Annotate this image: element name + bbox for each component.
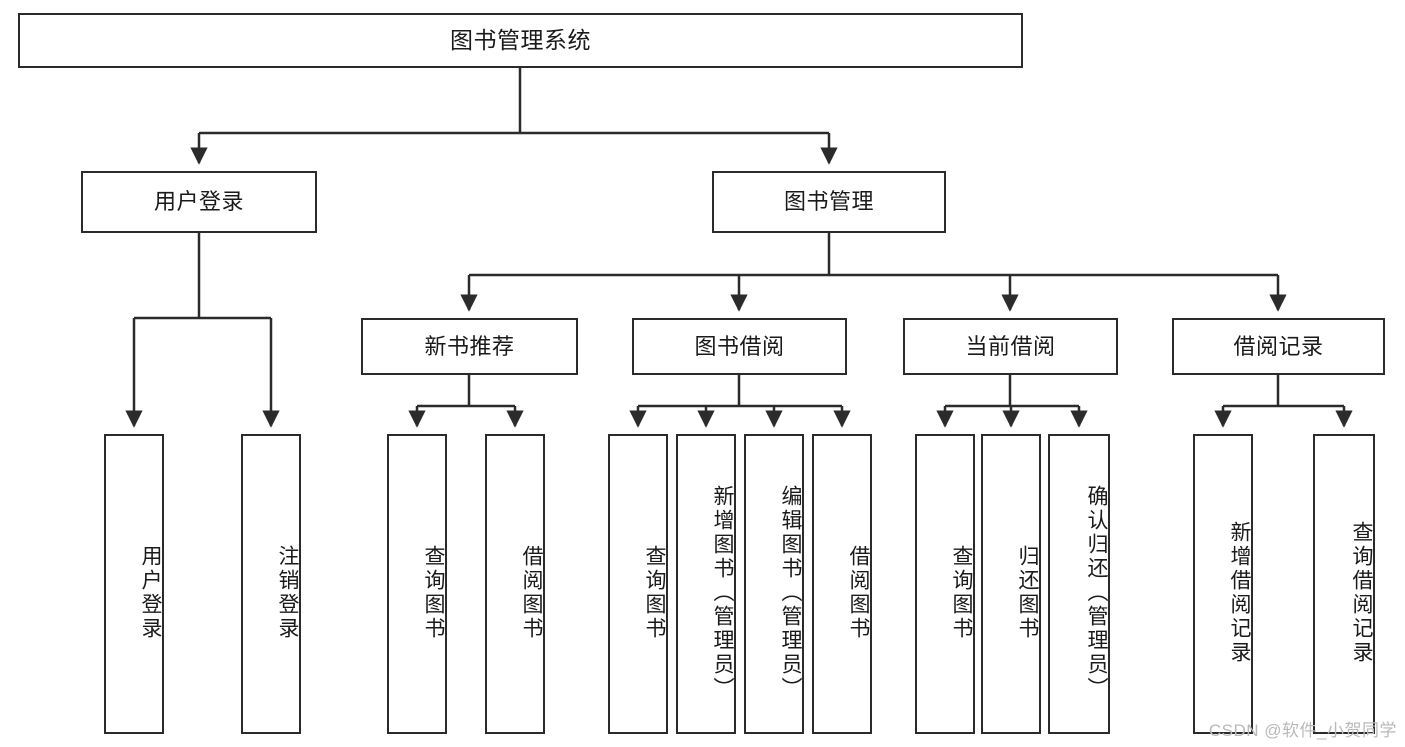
node-label: 归还图书 (1016, 545, 1039, 641)
node-label: 图书管理系统 (450, 26, 591, 53)
node-label: 确认归还（管理员） (1085, 485, 1108, 701)
node-level3-3[interactable]: 借阅记录 (1172, 318, 1385, 375)
node-label: 图书管理 (783, 189, 874, 215)
node-label: 图书借阅 (694, 333, 785, 359)
node-label: 查询图书 (950, 545, 973, 641)
node-root-system[interactable]: 图书管理系统 (18, 13, 1023, 68)
node-leaf-5[interactable]: 新增图书（管理员） (676, 434, 736, 734)
node-level3-1[interactable]: 图书借阅 (632, 318, 847, 375)
node-label: 借阅记录 (1233, 333, 1324, 359)
node-leaf-0[interactable]: 用户登录 (104, 434, 164, 734)
node-level3-2[interactable]: 当前借阅 (903, 318, 1118, 375)
watermark-text: CSDN @软件_小贺同学 (1208, 721, 1397, 740)
node-label: 查询图书 (643, 545, 666, 641)
node-label: 用户登录 (153, 189, 244, 215)
node-label: 新书推荐 (424, 333, 515, 359)
node-leaf-9[interactable]: 归还图书 (981, 434, 1041, 734)
node-leaf-2[interactable]: 查询图书 (387, 434, 447, 734)
node-label: 编辑图书（管理员） (779, 485, 802, 701)
node-level2-0[interactable]: 用户登录 (81, 171, 317, 233)
node-label: 查询图书 (422, 545, 445, 641)
node-level3-0[interactable]: 新书推荐 (361, 318, 578, 375)
node-level2-1[interactable]: 图书管理 (712, 171, 946, 233)
node-label: 借阅图书 (847, 545, 870, 641)
node-leaf-12[interactable]: 查询借阅记录 (1313, 434, 1375, 734)
node-leaf-8[interactable]: 查询图书 (915, 434, 975, 734)
node-label: 新增图书（管理员） (711, 485, 734, 701)
node-label: 用户登录 (139, 545, 162, 641)
node-leaf-4[interactable]: 查询图书 (608, 434, 668, 734)
node-leaf-3[interactable]: 借阅图书 (485, 434, 545, 734)
node-label: 借阅图书 (520, 545, 543, 641)
node-leaf-11[interactable]: 新增借阅记录 (1193, 434, 1253, 734)
node-leaf-1[interactable]: 注销登录 (241, 434, 301, 734)
node-label: 注销登录 (276, 545, 299, 641)
node-leaf-6[interactable]: 编辑图书（管理员） (744, 434, 804, 734)
node-label: 新增借阅记录 (1228, 521, 1251, 665)
node-label: 当前借阅 (965, 333, 1056, 359)
node-leaf-7[interactable]: 借阅图书 (812, 434, 872, 734)
node-leaf-10[interactable]: 确认归还（管理员） (1048, 434, 1110, 734)
node-label: 查询借阅记录 (1350, 521, 1373, 665)
